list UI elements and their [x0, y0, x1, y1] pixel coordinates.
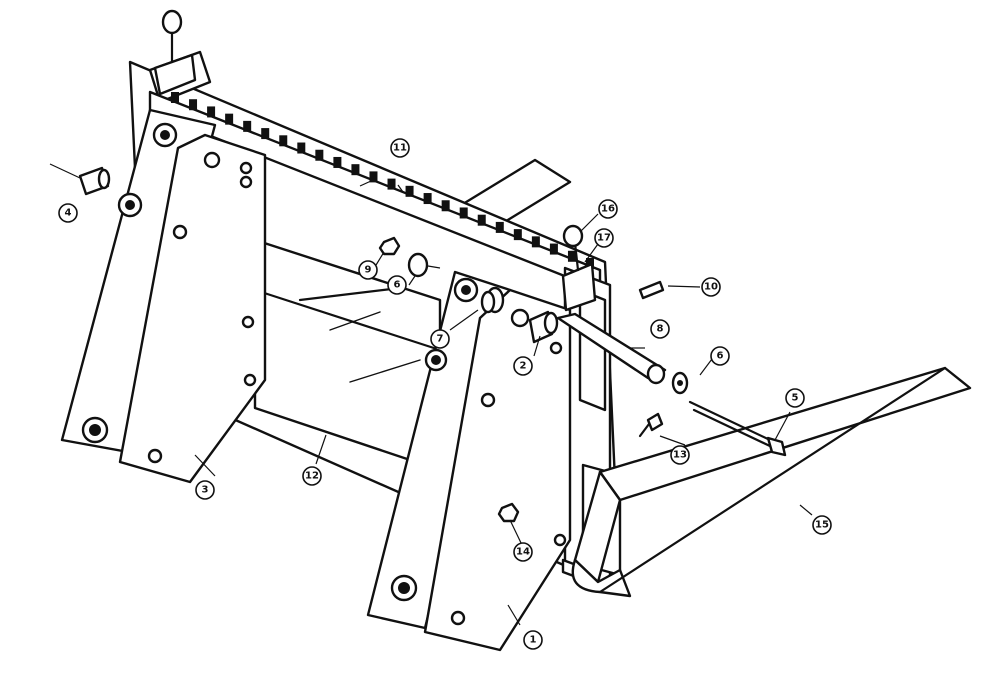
svg-text:10: 10	[704, 282, 718, 293]
top-bar-teeth	[171, 92, 594, 269]
bushing-2	[528, 310, 559, 344]
nut-14	[497, 502, 520, 523]
roll-pin-10	[638, 280, 701, 300]
top-bar-tooth	[586, 258, 594, 269]
screw-13	[638, 412, 664, 438]
top-bar-tooth	[513, 229, 522, 241]
top-bar-tooth	[171, 92, 179, 103]
svg-text:2: 2	[520, 361, 527, 372]
top-bar-tooth	[405, 185, 414, 197]
svg-text:9: 9	[365, 265, 372, 276]
callout-6-lower: 6	[710, 346, 730, 366]
top-bar-tooth	[387, 178, 396, 190]
nut-9	[378, 236, 401, 256]
right-lifting-eye	[561, 224, 597, 312]
svg-text:1: 1	[530, 635, 537, 646]
top-bar-tooth	[297, 142, 306, 154]
top-bar-tooth	[459, 207, 468, 219]
top-bar-tooth	[477, 214, 486, 226]
callout-10: 10	[701, 277, 721, 297]
svg-text:16: 16	[601, 204, 615, 215]
svg-text:13: 13	[673, 450, 687, 461]
callout-14: 14	[513, 542, 533, 562]
washer-7	[480, 286, 505, 314]
svg-text:11: 11	[393, 143, 407, 154]
top-bar-tooth	[279, 135, 288, 147]
callout-12: 12	[302, 466, 322, 486]
top-bar-tooth	[531, 236, 540, 248]
callout-13: 13	[670, 445, 690, 465]
top-bar-tooth	[261, 128, 270, 140]
svg-text:5: 5	[792, 393, 799, 404]
front-fork	[571, 366, 972, 598]
callout-3: 3	[195, 480, 215, 500]
svg-text:12: 12	[305, 471, 319, 482]
callout-6-upper: 6	[387, 275, 407, 295]
callout-4: 4	[58, 203, 78, 223]
leader-lines	[194, 180, 813, 626]
callout-7: 7	[430, 329, 450, 349]
washer-6-upper	[407, 252, 441, 278]
callout-9: 9	[358, 260, 378, 280]
svg-text:15: 15	[815, 520, 829, 531]
top-bar-tooth	[333, 156, 342, 168]
svg-text:14: 14	[516, 547, 530, 558]
callout-1: 1	[523, 630, 543, 650]
svg-text:7: 7	[437, 334, 444, 345]
top-bar-tooth	[369, 171, 378, 183]
left-hanger-front	[118, 133, 267, 484]
svg-text:8: 8	[657, 324, 664, 335]
callout-16: 16	[598, 199, 618, 219]
top-bar-tooth	[423, 193, 432, 205]
svg-text:3: 3	[202, 485, 209, 496]
callout-5: 5	[785, 388, 805, 408]
bushing-4	[49, 163, 111, 196]
callout-8: 8	[650, 319, 670, 339]
right-hanger-front	[423, 288, 572, 652]
left-lifting-eye	[153, 9, 197, 96]
pin-8	[556, 312, 667, 385]
top-bar-tooth	[315, 149, 324, 161]
svg-text:6: 6	[717, 351, 724, 362]
callout-2: 2	[513, 356, 533, 376]
callout-17: 17	[594, 228, 614, 248]
top-bar-tooth	[207, 106, 216, 118]
bolt-5	[688, 400, 787, 457]
top-bar-tooth	[567, 250, 576, 262]
top-bar-tooth	[225, 113, 234, 125]
svg-text:4: 4	[65, 208, 72, 219]
top-bar-tooth	[549, 243, 558, 255]
top-bar-tooth	[243, 120, 252, 132]
svg-text:6: 6	[394, 280, 401, 291]
top-bar-tooth	[441, 200, 450, 212]
callout-15: 15	[812, 515, 832, 535]
washer-6-lower	[671, 371, 689, 395]
svg-text:17: 17	[597, 233, 611, 244]
top-bar-tooth	[189, 99, 198, 111]
callout-11: 11	[390, 138, 410, 158]
top-bar-tooth	[351, 164, 360, 176]
top-bar-tooth	[495, 221, 504, 233]
